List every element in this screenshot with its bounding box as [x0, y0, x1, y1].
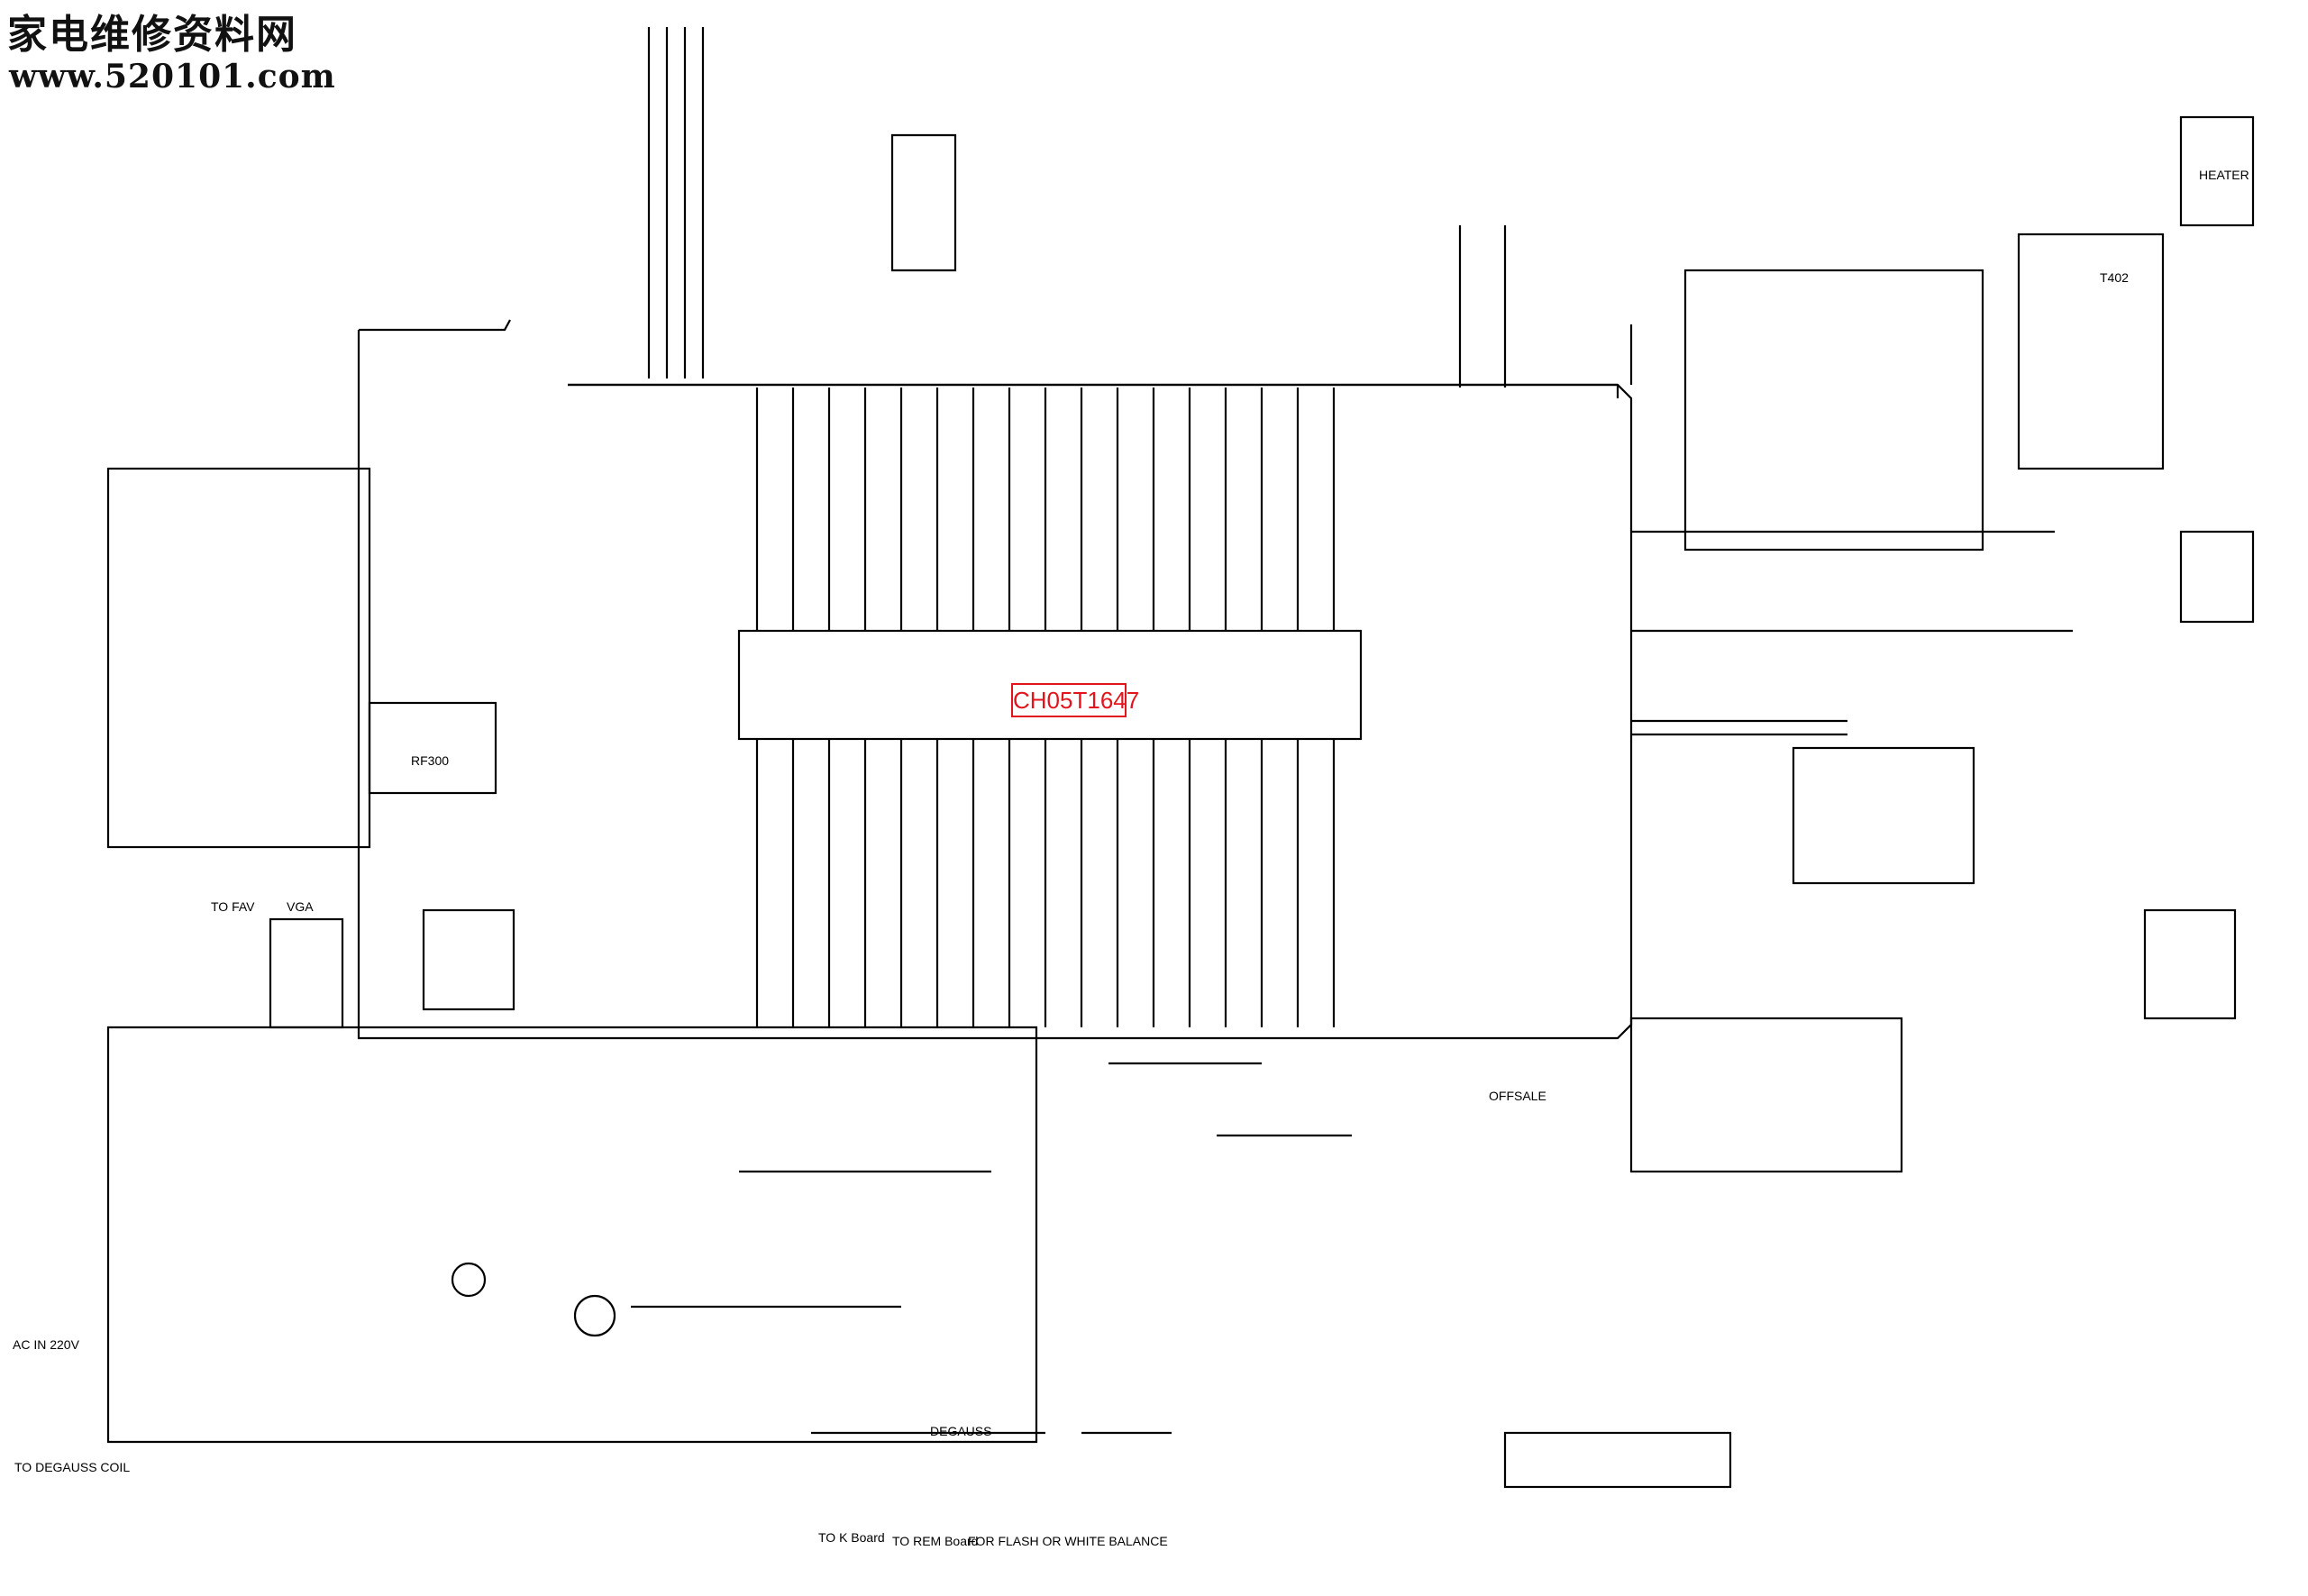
label-degauss: DEGAUSS [930, 1424, 992, 1438]
label-heater: HEATER [2199, 168, 2249, 182]
power-supply-outline [106, 1026, 1038, 1444]
av-connector-block [106, 467, 371, 849]
watermark-site-url: www.520101.com [9, 58, 336, 96]
label-flash-note: FOR FLASH OR WHITE BALANCE [968, 1534, 1168, 1548]
label-offsale: OFFSALE [1489, 1089, 1546, 1103]
label-t402: T402 [2100, 270, 2129, 285]
label-to-fav: TO FAV [211, 899, 255, 914]
main-board-outline [357, 330, 1633, 1040]
label-to-rem-board: TO REM Board [892, 1534, 979, 1548]
watermark-site-name: 家电维修资料网 [7, 12, 297, 58]
bottom-ic-block [1503, 1431, 1732, 1489]
rf300-block [368, 701, 497, 795]
label-vga: VGA [287, 899, 314, 914]
label-to-k-board: TO K Board [818, 1530, 885, 1545]
label-degauss-coil: TO DEGAUSS COIL [14, 1460, 131, 1474]
decoder-ic-body [737, 629, 1363, 741]
audio-amp-block [1629, 1017, 1903, 1173]
flyback-transformer [2017, 233, 2165, 470]
main-chip-label: CH05T1647 [1011, 683, 1139, 717]
label-ac-in: AC IN 220V [13, 1337, 79, 1352]
label-rf300: RF300 [411, 753, 450, 768]
